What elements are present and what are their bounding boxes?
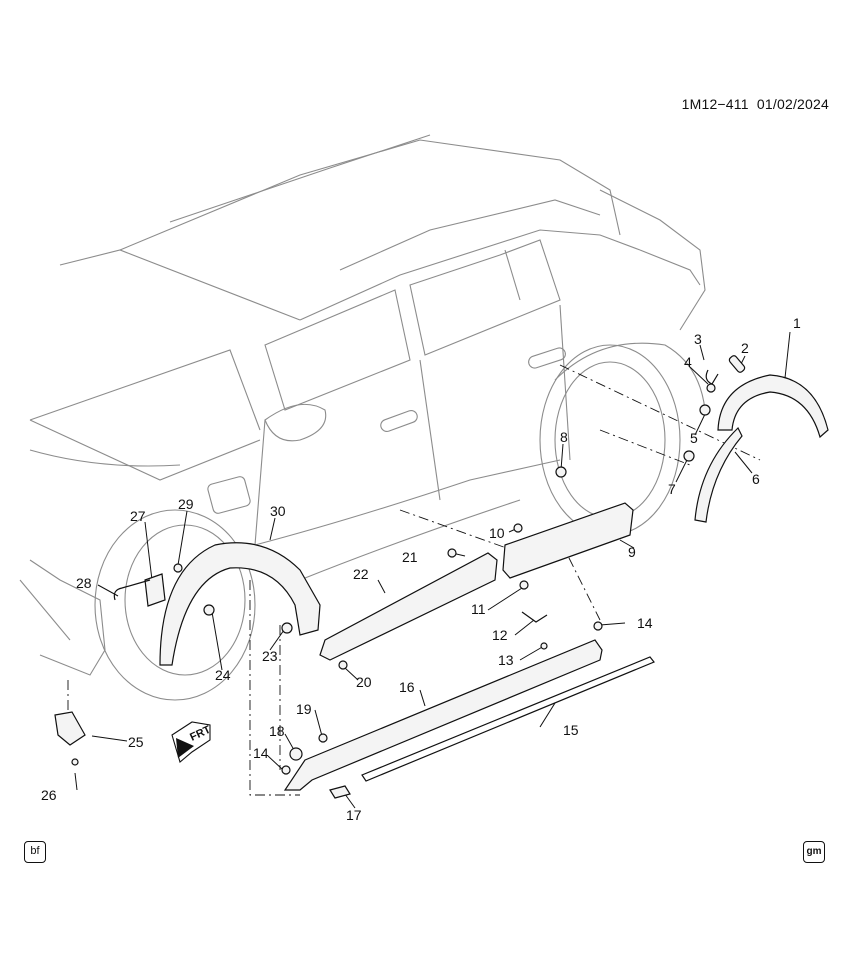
part-front-wheel-flare — [159, 542, 321, 666]
part-fastener-8 — [555, 466, 567, 478]
callout-11: 11 — [471, 601, 486, 617]
callout-15: 15 — [563, 722, 579, 738]
callout-13: 13 — [498, 652, 514, 668]
callout-27: 27 — [130, 508, 146, 524]
frt-indicator: FRT — [171, 721, 213, 763]
callout-19: 19 — [296, 701, 312, 717]
part-bracket-27 — [144, 573, 166, 607]
part-fastener-29 — [173, 563, 183, 573]
callout-8: 8 — [560, 429, 568, 445]
part-fastener-5 — [699, 404, 711, 416]
vehicle-outline — [19, 134, 706, 701]
part-fastener-26 — [71, 758, 79, 766]
callout-labels: 1 2 3 4 5 6 7 8 9 10 11 12 13 14 14 15 1… — [41, 315, 801, 823]
bf-badge: bf — [24, 841, 46, 863]
diagram-code: 1M12−411 — [681, 96, 749, 112]
callout-26: 26 — [41, 787, 57, 803]
callout-14: 14 — [637, 615, 653, 631]
callout-30: 30 — [270, 503, 286, 519]
callout-9: 9 — [628, 544, 636, 560]
callout-25: 25 — [128, 734, 144, 750]
part-rear-wheel-flare — [717, 374, 829, 439]
part-fastener-14-left — [281, 765, 291, 775]
callout-21: 21 — [402, 549, 418, 565]
part-fastener-7 — [683, 450, 695, 462]
part-fastener-10 — [513, 523, 523, 533]
part-fastener-23 — [281, 622, 293, 634]
parts — [54, 355, 829, 799]
part-front-door-molding — [319, 552, 498, 661]
callout-6: 6 — [752, 471, 760, 487]
callout-2: 2 — [741, 340, 749, 356]
part-bracket-12 — [521, 611, 548, 623]
part-clip-2 — [728, 355, 746, 373]
callout-14-left: 14 — [253, 745, 269, 761]
part-fastener-20 — [338, 660, 348, 670]
part-fastener-19 — [318, 733, 328, 743]
callout-4: 4 — [684, 354, 692, 370]
part-lower-strip — [361, 656, 655, 782]
callout-7: 7 — [668, 481, 676, 497]
diagram-header: 1M12−411 01/02/2024 — [682, 96, 829, 112]
part-fastener-14-right — [593, 621, 603, 631]
diagram-date: 01/02/2024 — [756, 96, 829, 112]
callout-10: 10 — [489, 525, 505, 541]
callout-23: 23 — [262, 648, 278, 664]
part-fastener-11 — [519, 580, 529, 590]
callout-18: 18 — [269, 723, 285, 739]
callout-22: 22 — [353, 566, 369, 582]
part-leader-lines — [74, 331, 791, 809]
callout-5: 5 — [690, 430, 698, 446]
callout-17: 17 — [346, 807, 362, 823]
callout-24: 24 — [215, 667, 231, 683]
part-clip-17 — [329, 785, 351, 799]
callout-12: 12 — [492, 627, 508, 643]
part-bracket-25 — [54, 711, 86, 746]
part-harness-28 — [113, 579, 151, 601]
part-rear-door-molding — [502, 502, 634, 579]
callout-1: 1 — [793, 315, 801, 331]
callout-20: 20 — [356, 674, 372, 690]
callout-16: 16 — [399, 679, 415, 695]
callout-28: 28 — [76, 575, 92, 591]
part-fastener-4 — [706, 383, 716, 393]
part-hook-3 — [705, 369, 719, 385]
gm-logo-badge: gm — [803, 841, 825, 863]
part-rear-flare-extension — [694, 426, 743, 523]
part-fastener-18 — [289, 747, 303, 761]
part-rocker-molding — [283, 639, 603, 791]
part-fastener-13 — [540, 642, 548, 650]
callout-29: 29 — [178, 496, 194, 512]
part-fastener-24 — [203, 604, 215, 616]
callout-3: 3 — [694, 331, 702, 347]
part-fastener-21 — [447, 548, 457, 558]
